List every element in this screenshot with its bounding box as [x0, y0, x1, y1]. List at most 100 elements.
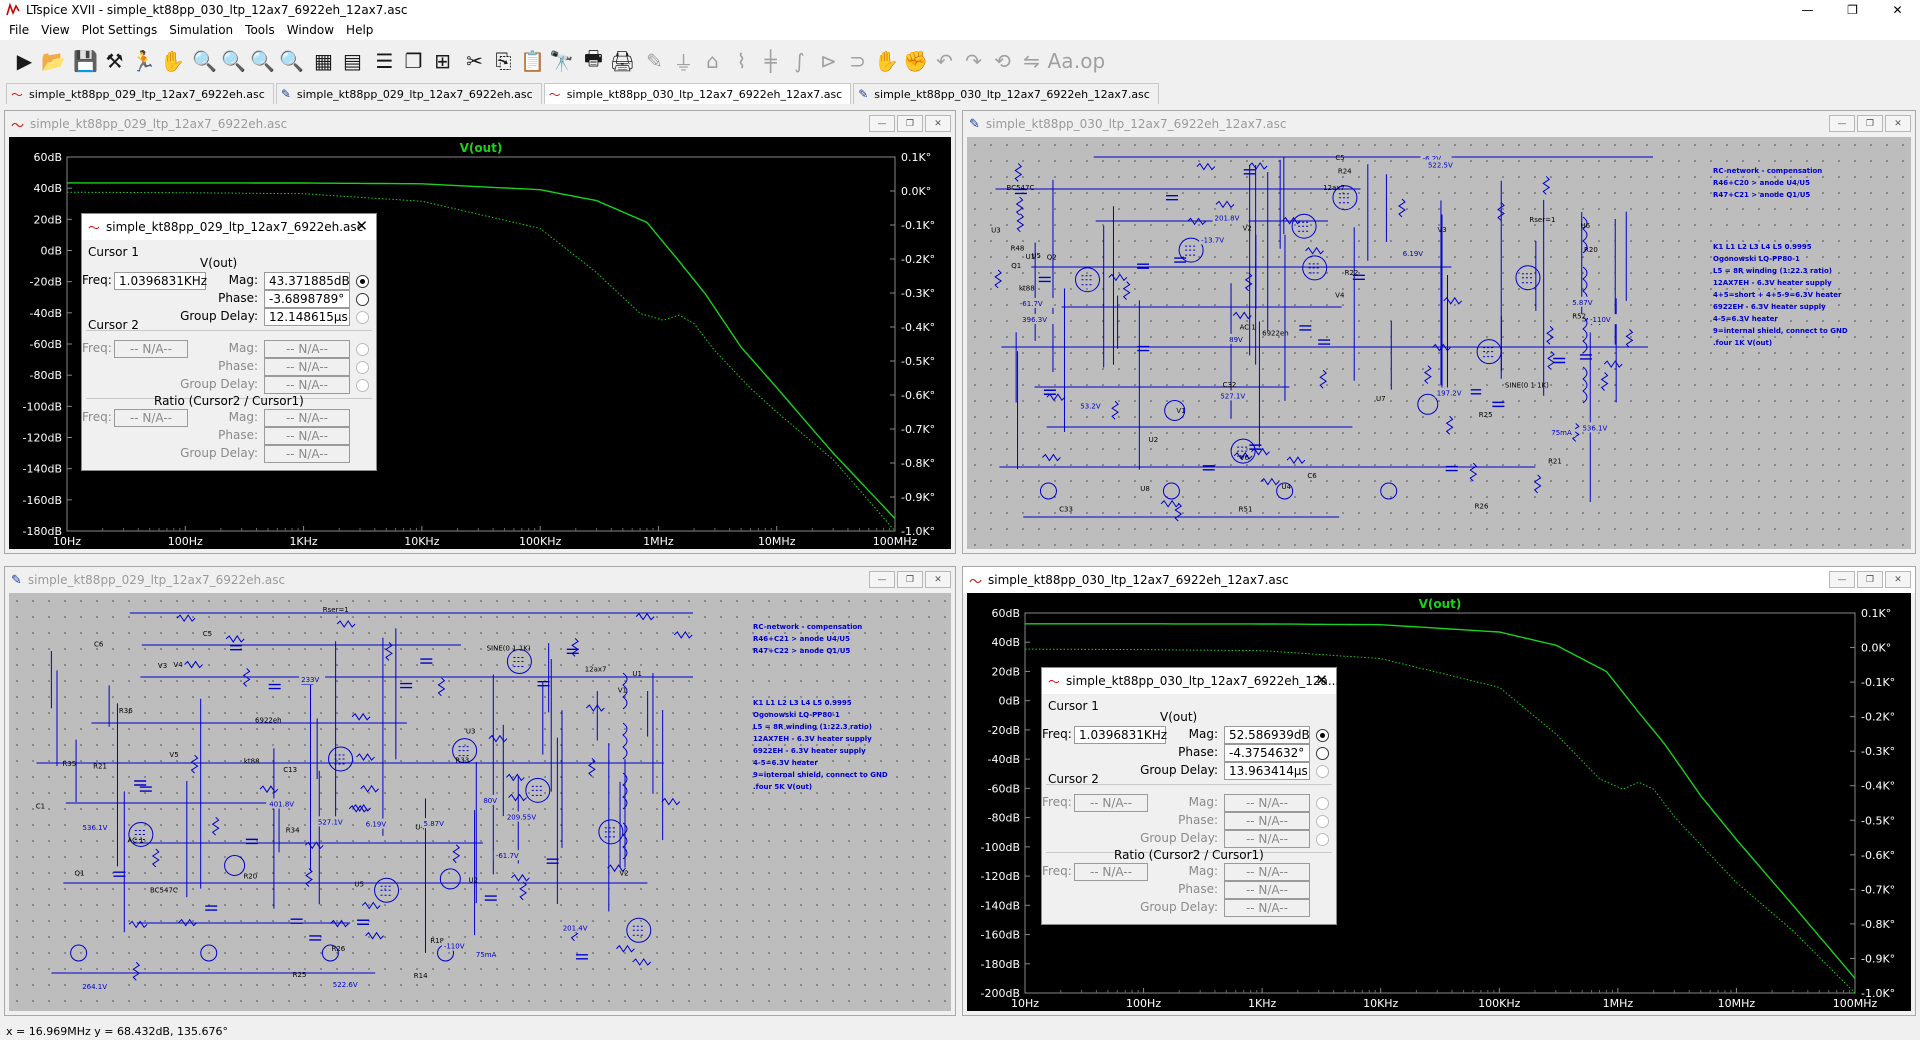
tab-plot-029[interactable]: 〜 simple_kt88pp_029_ltp_12ax7_6922eh.asc: [6, 83, 274, 104]
transistor-symbol[interactable]: [439, 868, 461, 890]
capacitor-symbol[interactable]: [1137, 345, 1150, 352]
window-caption[interactable]: ✎ simple_kt88pp_029_ltp_12ax7_6922eh.asc: [5, 567, 955, 593]
resistor-symbol[interactable]: [511, 873, 530, 882]
resistor-symbol[interactable]: [585, 704, 605, 712]
zoom-pan-icon[interactable]: 🔍: [221, 49, 246, 73]
capacitor-symbol[interactable]: [1043, 389, 1056, 395]
resistor-symbol[interactable]: [1445, 415, 1454, 435]
resistor-symbol[interactable]: [488, 734, 508, 743]
magnitude-trace[interactable]: [67, 182, 896, 519]
magnitude-trace[interactable]: [1025, 623, 1856, 979]
resistor-symbol[interactable]: [305, 868, 313, 887]
capacitor-symbol[interactable]: [484, 895, 497, 901]
cursor1-gd-radio[interactable]: [1316, 765, 1329, 778]
print-icon[interactable]: 🖶: [584, 46, 603, 70]
diode-icon[interactable]: ⊳: [820, 49, 837, 73]
voltage-source-symbol[interactable]: [70, 944, 88, 962]
tube-symbol[interactable]: [374, 877, 400, 903]
resistor-symbol[interactable]: [1443, 296, 1463, 305]
menu-file[interactable]: File: [9, 23, 30, 37]
cursor1-mag-radio[interactable]: [1316, 729, 1329, 742]
resistor-symbol[interactable]: [184, 660, 203, 669]
resistor-symbol[interactable]: [1282, 216, 1301, 225]
resistor-symbol[interactable]: [1244, 272, 1253, 292]
zoom-out-icon[interactable]: 🔍: [250, 49, 275, 73]
capacitor-symbol[interactable]: [1445, 465, 1458, 472]
resistor-symbol[interactable]: [437, 677, 446, 697]
resistor-symbol[interactable]: [348, 804, 368, 813]
capacitor-symbol[interactable]: [1243, 169, 1256, 175]
cursor-icon[interactable]: ▤: [343, 49, 362, 73]
resistor-symbol[interactable]: [519, 881, 528, 901]
run-icon[interactable]: 🏃: [131, 49, 156, 73]
tube-symbol[interactable]: [328, 746, 354, 772]
resistor-symbol[interactable]: [1122, 281, 1131, 300]
capacitor-icon[interactable]: ╪: [764, 49, 777, 73]
voltage-source-symbol[interactable]: [1276, 482, 1294, 500]
voltage-source-symbol[interactable]: [1162, 482, 1180, 500]
capacitor-symbol[interactable]: [1579, 354, 1592, 360]
open-folder-icon[interactable]: 📂: [41, 49, 66, 73]
capacitor-symbol[interactable]: [1318, 339, 1331, 345]
transistor-symbol[interactable]: [1164, 399, 1186, 421]
resistor-symbol[interactable]: [1016, 213, 1025, 233]
tube-symbol[interactable]: [452, 738, 478, 764]
menu-plot-settings[interactable]: Plot Settings: [81, 23, 158, 37]
component-icon[interactable]: ⊃: [849, 49, 866, 73]
resistor-symbol[interactable]: [587, 757, 596, 777]
resistor-symbol[interactable]: [1497, 202, 1505, 221]
resistor-symbol[interactable]: [635, 612, 655, 621]
resistor-symbol[interactable]: [1248, 162, 1268, 170]
resistor-symbol[interactable]: [994, 269, 1003, 289]
cursor2-phase-radio[interactable]: [1316, 815, 1329, 828]
capacitor-symbol[interactable]: [1553, 357, 1566, 364]
minimize-button[interactable]: —: [1801, 3, 1814, 17]
cursor2-phase-radio[interactable]: [356, 361, 369, 374]
schematic-window-029[interactable]: ✎ simple_kt88pp_029_ltp_12ax7_6922eh.asc…: [4, 566, 956, 1016]
cursor2-mag-radio[interactable]: [1316, 797, 1329, 810]
close-button[interactable]: ✕: [925, 571, 951, 588]
capacitor-symbol[interactable]: [1352, 274, 1365, 281]
minimize-button[interactable]: —: [1829, 571, 1855, 588]
resistor-symbol[interactable]: [505, 773, 525, 782]
tube-symbol[interactable]: [1332, 185, 1358, 211]
tab-plot-030[interactable]: 〜 simple_kt88pp_030_ltp_12ax7_6922eh_12a…: [543, 83, 852, 104]
resistor-symbol[interactable]: [607, 864, 626, 873]
resistor-symbol[interactable]: [330, 919, 349, 928]
resistor-symbol[interactable]: [508, 793, 527, 802]
resistor-symbol[interactable]: [1542, 176, 1551, 195]
capacitor-symbol[interactable]: [400, 682, 413, 689]
window-caption[interactable]: 〜 simple_kt88pp_030_ltp_12ax7_6922eh_12a…: [963, 567, 1915, 593]
resistor-symbol[interactable]: [1108, 273, 1128, 282]
resistor-symbol[interactable]: [1286, 456, 1306, 465]
minimize-button[interactable]: —: [869, 115, 895, 132]
spice-directive-icon[interactable]: .op: [1073, 49, 1106, 73]
bode-plot[interactable]: V(out)60dB40dB20dB0dB-20dB-40dB-60dB-80d…: [9, 137, 951, 549]
resistor-symbol[interactable]: [132, 961, 141, 981]
capacitor-symbol[interactable]: [357, 919, 370, 925]
menu-tools[interactable]: Tools: [245, 23, 275, 37]
schematic-window-030[interactable]: ✎ simple_kt88pp_030_ltp_12ax7_6922eh_12a…: [962, 110, 1916, 554]
save-icon[interactable]: 💾: [73, 49, 98, 73]
find-icon[interactable]: 🔭: [549, 49, 574, 73]
tile-horizontal-icon[interactable]: ☰: [375, 49, 394, 73]
dialog-titlebar[interactable]: 〜simple_kt88pp_030_ltp_12ax7_6922eh_12a.…: [1042, 668, 1339, 694]
resistor-symbol[interactable]: [1305, 246, 1324, 255]
cursor2-gd-radio[interactable]: [356, 379, 369, 392]
resistor-symbol[interactable]: [365, 931, 384, 940]
resistor-symbol[interactable]: [616, 944, 635, 953]
capacitor-symbol[interactable]: [1137, 263, 1150, 269]
tube-symbol[interactable]: [1178, 237, 1204, 263]
cursor1-phase-radio[interactable]: [356, 293, 369, 306]
maximize-button[interactable]: ❐: [1847, 3, 1858, 17]
capacitor-symbol[interactable]: [1469, 389, 1482, 395]
capacitor-symbol[interactable]: [290, 918, 303, 924]
resistor-symbol[interactable]: [356, 753, 375, 761]
cascade-icon[interactable]: ❐: [404, 49, 423, 73]
cursor1-freq-field[interactable]: 1.0396831KHz: [114, 272, 207, 290]
resistor-symbol[interactable]: [211, 816, 220, 836]
voltage-source-symbol[interactable]: [1039, 482, 1057, 500]
minimize-button[interactable]: —: [869, 571, 895, 588]
